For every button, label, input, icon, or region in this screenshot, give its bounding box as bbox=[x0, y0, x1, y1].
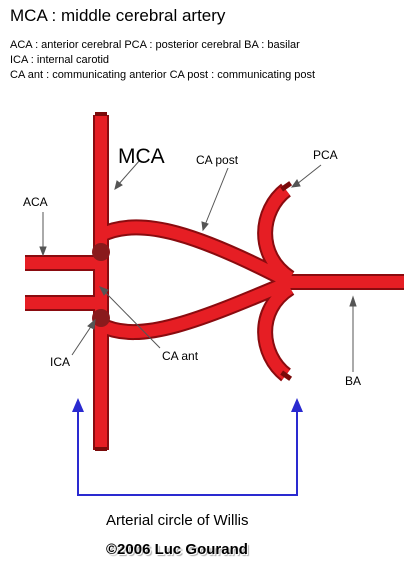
aca-label: ACA bbox=[23, 195, 48, 209]
bracket-left-arrowhead bbox=[72, 398, 84, 412]
legend-line-2: ICA : internal carotid bbox=[10, 54, 110, 66]
pca-lower-cap bbox=[280, 370, 293, 381]
artery-network bbox=[25, 112, 404, 451]
mca-top-cap bbox=[95, 112, 107, 116]
ca-post-label: CA post bbox=[196, 153, 239, 167]
pca-upper-vessel bbox=[259, 185, 294, 284]
pca-lower-vessel bbox=[259, 282, 294, 380]
lower-junction-node bbox=[92, 309, 110, 327]
legend-line-1: ACA : anterior cerebral PCA : posterior … bbox=[10, 39, 300, 51]
willis-bracket bbox=[77, 410, 298, 496]
ca-ant-label: CA ant bbox=[162, 349, 199, 363]
mca-label: MCA bbox=[118, 145, 165, 168]
ca-post-upper-vessel bbox=[98, 221, 293, 288]
copyright-text: ©2006 Luc Gourand bbox=[106, 541, 248, 558]
bracket-right-arrowhead bbox=[291, 398, 303, 412]
ica-label: ICA bbox=[50, 355, 70, 369]
pointer-lines bbox=[39, 159, 357, 372]
legend-line-3: CA ant : communicating anterior CA post … bbox=[10, 69, 316, 81]
ica-bottom-cap bbox=[95, 447, 107, 451]
ba-label: BA bbox=[345, 374, 361, 388]
pca-label: PCA bbox=[313, 148, 338, 162]
diagram-caption: Arterial circle of Willis bbox=[106, 512, 249, 529]
pca-upper-cap bbox=[280, 181, 293, 192]
diagram-title: MCA : middle cerebral artery bbox=[10, 6, 226, 25]
upper-junction-node bbox=[92, 243, 110, 261]
ca-post-lower-vessel bbox=[98, 276, 293, 339]
